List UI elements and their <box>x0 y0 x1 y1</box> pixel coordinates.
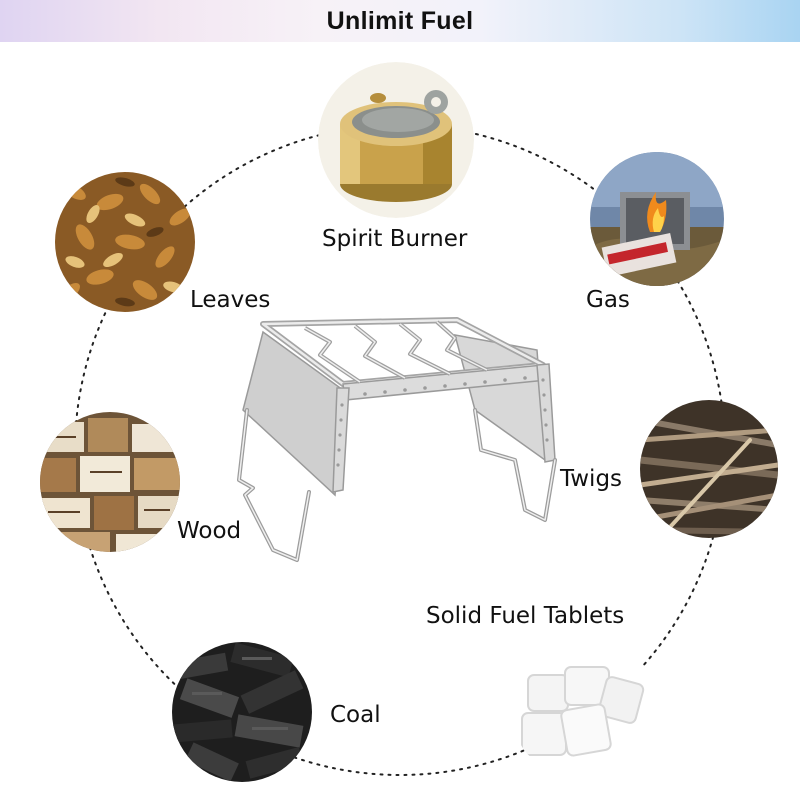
leaves-photo <box>55 172 195 312</box>
label-solid-fuel-tablets: Solid Fuel Tablets <box>426 603 625 629</box>
spirit-burner-photo <box>318 62 474 218</box>
page-title: Unlimit Fuel <box>326 7 474 35</box>
solid-fuel-tablets-icon <box>510 635 654 779</box>
wood-photo <box>40 412 180 552</box>
label-wood: Wood <box>177 518 242 544</box>
firewood-icon <box>40 412 180 552</box>
label-twigs: Twigs <box>560 466 623 492</box>
label-coal: Coal <box>330 702 381 728</box>
coal-icon <box>172 642 312 782</box>
folding-stove-stand-icon <box>237 317 557 562</box>
twigs-photo <box>640 400 778 538</box>
coal-photo <box>172 642 312 782</box>
twigs-icon <box>640 400 778 538</box>
leaves-icon <box>55 172 195 312</box>
label-gas: Gas <box>586 287 630 313</box>
gas-stove-icon <box>590 152 724 286</box>
label-leaves: Leaves <box>190 287 271 313</box>
spirit-burner-icon <box>318 62 474 218</box>
gas-photo <box>590 152 724 286</box>
title-banner <box>0 0 800 42</box>
label-spirit-burner: Spirit Burner <box>322 226 468 252</box>
solid-fuel-tablets-photo <box>510 635 654 779</box>
